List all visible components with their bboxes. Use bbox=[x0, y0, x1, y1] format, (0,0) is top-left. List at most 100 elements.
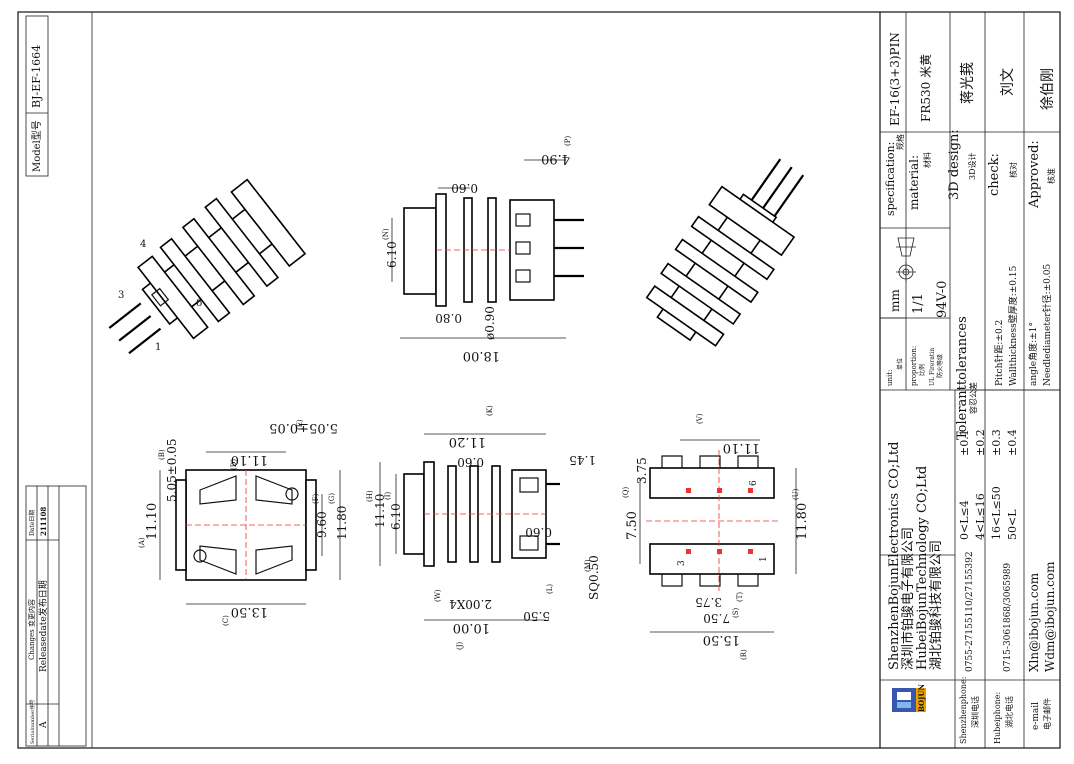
projection-symbol bbox=[896, 237, 916, 282]
company-name-2: HubeiBojunTechnology CO;Ltd bbox=[915, 466, 930, 670]
contact-value-0: 0755-27155110/27155392 bbox=[965, 551, 975, 672]
tol-value-3: ±0.4 bbox=[1006, 429, 1019, 456]
contact-label-2: e-mail bbox=[1031, 702, 1041, 730]
check-value: 刘文 bbox=[1000, 68, 1016, 96]
dim-letter-M: (M) bbox=[584, 559, 592, 572]
dim-letter-T: (T) bbox=[736, 592, 744, 602]
isometric-view-right bbox=[645, 158, 805, 347]
dim-W: 2.00X4 bbox=[449, 597, 492, 611]
side-view-top bbox=[391, 159, 584, 339]
model-label: Model型号 bbox=[30, 120, 43, 172]
tolerance-title-cn: 容忍公差 bbox=[968, 382, 978, 414]
tol-range-2: 16<L≤50 bbox=[990, 486, 1003, 540]
dim-letter-I: (I) bbox=[384, 492, 392, 500]
tol-note-2: angle角度:±1° bbox=[1027, 322, 1039, 386]
dim-A: 11.10 bbox=[145, 503, 160, 540]
dim-letter-A: (A) bbox=[138, 537, 146, 548]
dim-letter-L: (L) bbox=[546, 584, 554, 594]
dim-bottom-375: 3.75 bbox=[635, 457, 649, 484]
dim-Q: 7.50 bbox=[625, 511, 640, 540]
dim-letter-H: (H) bbox=[366, 490, 374, 502]
dim-letter-W: (W) bbox=[434, 589, 442, 602]
pin-label-3: 3 bbox=[118, 290, 124, 301]
changes-table: Serialnumber序号 Changes 变更内容 Date日期 A Rel… bbox=[25, 485, 87, 747]
proportion-value: 1/1 bbox=[911, 293, 926, 314]
dim-C: 13.50 bbox=[231, 604, 268, 619]
tol-value-0: ±0.1 bbox=[958, 429, 971, 456]
model-value: BJ-EF-1664 bbox=[30, 45, 43, 108]
front-view bbox=[159, 451, 341, 605]
pin-label-1: 1 bbox=[155, 342, 161, 353]
tolerance-title: Toleranttolerances bbox=[955, 316, 970, 440]
unit-value: mm bbox=[888, 289, 902, 312]
bottom-pin-6: 6 bbox=[749, 480, 759, 486]
dim-top-phi: ø0.90 bbox=[483, 306, 497, 340]
contact-label-0: Shenzhenphone: bbox=[959, 677, 968, 744]
company-name-0: ShenzhenBojunElectronics CO;Ltd bbox=[887, 442, 902, 670]
dim-letter-V: (V) bbox=[696, 413, 704, 424]
approved-label-cn: 核准 bbox=[1046, 168, 1056, 184]
dim-K: 11.20 bbox=[449, 434, 486, 449]
contact-label-cn-1: 湖北电话 bbox=[1004, 696, 1014, 728]
dim-letter-K: (K) bbox=[486, 405, 494, 416]
tol-range-3: 50<L bbox=[1006, 509, 1019, 540]
spec-value: EF-16(3+3)PIN bbox=[888, 32, 902, 126]
company-name-1: 深圳市铂骏电子有限公司 bbox=[900, 527, 916, 670]
dim-B: 5.05±0.05 bbox=[165, 439, 179, 503]
model-box: Model型号 BJ-EF-1664 bbox=[25, 15, 49, 177]
dim-letter-J: (J) bbox=[456, 641, 464, 650]
dim-letter-C: (C) bbox=[222, 615, 230, 626]
check-label: check: bbox=[987, 153, 1002, 196]
date-header: Date日期 bbox=[28, 510, 36, 536]
design-label-cn: 3D设计 bbox=[967, 152, 977, 180]
dim-R: 15.50 bbox=[703, 632, 740, 647]
dim-letter-B: (B) bbox=[158, 449, 166, 460]
tol-note-3: Needlediameter针径:±0.05 bbox=[1041, 264, 1053, 386]
dim-letter-D: (D) bbox=[230, 459, 238, 470]
dim-top-1800: 18.00 bbox=[463, 348, 500, 363]
side-view-bottom bbox=[379, 433, 560, 621]
content-header: Changes 变更内容 bbox=[27, 599, 36, 660]
tol-range-1: 4<L≤16 bbox=[974, 493, 987, 540]
change-date: 211108 bbox=[39, 507, 48, 536]
dim-top-080: 0.80 bbox=[435, 311, 462, 325]
contact-value-2: Xln@ibojun.com bbox=[1027, 572, 1041, 672]
contact-value-2b: Wdm@ibojun.com bbox=[1043, 561, 1057, 672]
dim-S: 7.50 bbox=[703, 611, 730, 625]
bottom-pin-1: 1 bbox=[759, 556, 769, 562]
change-content: Releasedate发布日期 bbox=[37, 580, 49, 672]
dim-letter-Q: (Q) bbox=[622, 487, 630, 498]
dim-F: 9.60 bbox=[315, 511, 329, 538]
unit-label-cn: 单位 bbox=[896, 358, 904, 370]
design-value: 蒋光莪 bbox=[960, 62, 976, 104]
spec-label: specification: bbox=[884, 142, 897, 216]
proportion-label: proportion: bbox=[910, 346, 918, 386]
dim-letter-U: (U) bbox=[792, 488, 800, 500]
material-value: FR530 米黄 bbox=[919, 54, 933, 122]
contact-value-1: 0715-3061868/3065989 bbox=[1003, 563, 1013, 672]
dim-V: 11.10 bbox=[723, 440, 760, 455]
dim-I: 6.10 bbox=[389, 503, 403, 530]
check-label-cn: 核对 bbox=[1008, 162, 1018, 178]
dim-letter-R: (R) bbox=[740, 649, 748, 660]
unit-label: unit: bbox=[886, 370, 894, 386]
dim-U: 11.80 bbox=[795, 503, 810, 540]
logo-text: BOJUN bbox=[917, 683, 926, 712]
tol-note-1: Wallthickness壁厚度:±0.15 bbox=[1007, 265, 1019, 386]
fire-label: UL Fireratin bbox=[929, 348, 936, 386]
dim-letter-P: (P) bbox=[564, 136, 572, 146]
tol-value-1: ±0.2 bbox=[974, 429, 987, 456]
dim-side-060: 0.60 bbox=[525, 525, 552, 539]
approved-value: 徐伯刚 bbox=[1040, 68, 1056, 110]
dim-letter-F: (F) bbox=[312, 493, 320, 504]
tol-value-2: ±0.3 bbox=[990, 429, 1003, 456]
dim-side-060b: 0.60 bbox=[457, 455, 484, 469]
fire-value: 94V-0 bbox=[935, 281, 950, 318]
isometric-view-left bbox=[108, 178, 307, 355]
dim-P: 4.90 bbox=[541, 151, 570, 166]
tol-note-0: Pitch针距:±0.2 bbox=[993, 320, 1005, 386]
serial-header: Serialnumber序号 bbox=[29, 699, 36, 744]
dim-M: SQ0.50 bbox=[587, 555, 601, 600]
dim-T: 3.75 bbox=[695, 595, 722, 609]
